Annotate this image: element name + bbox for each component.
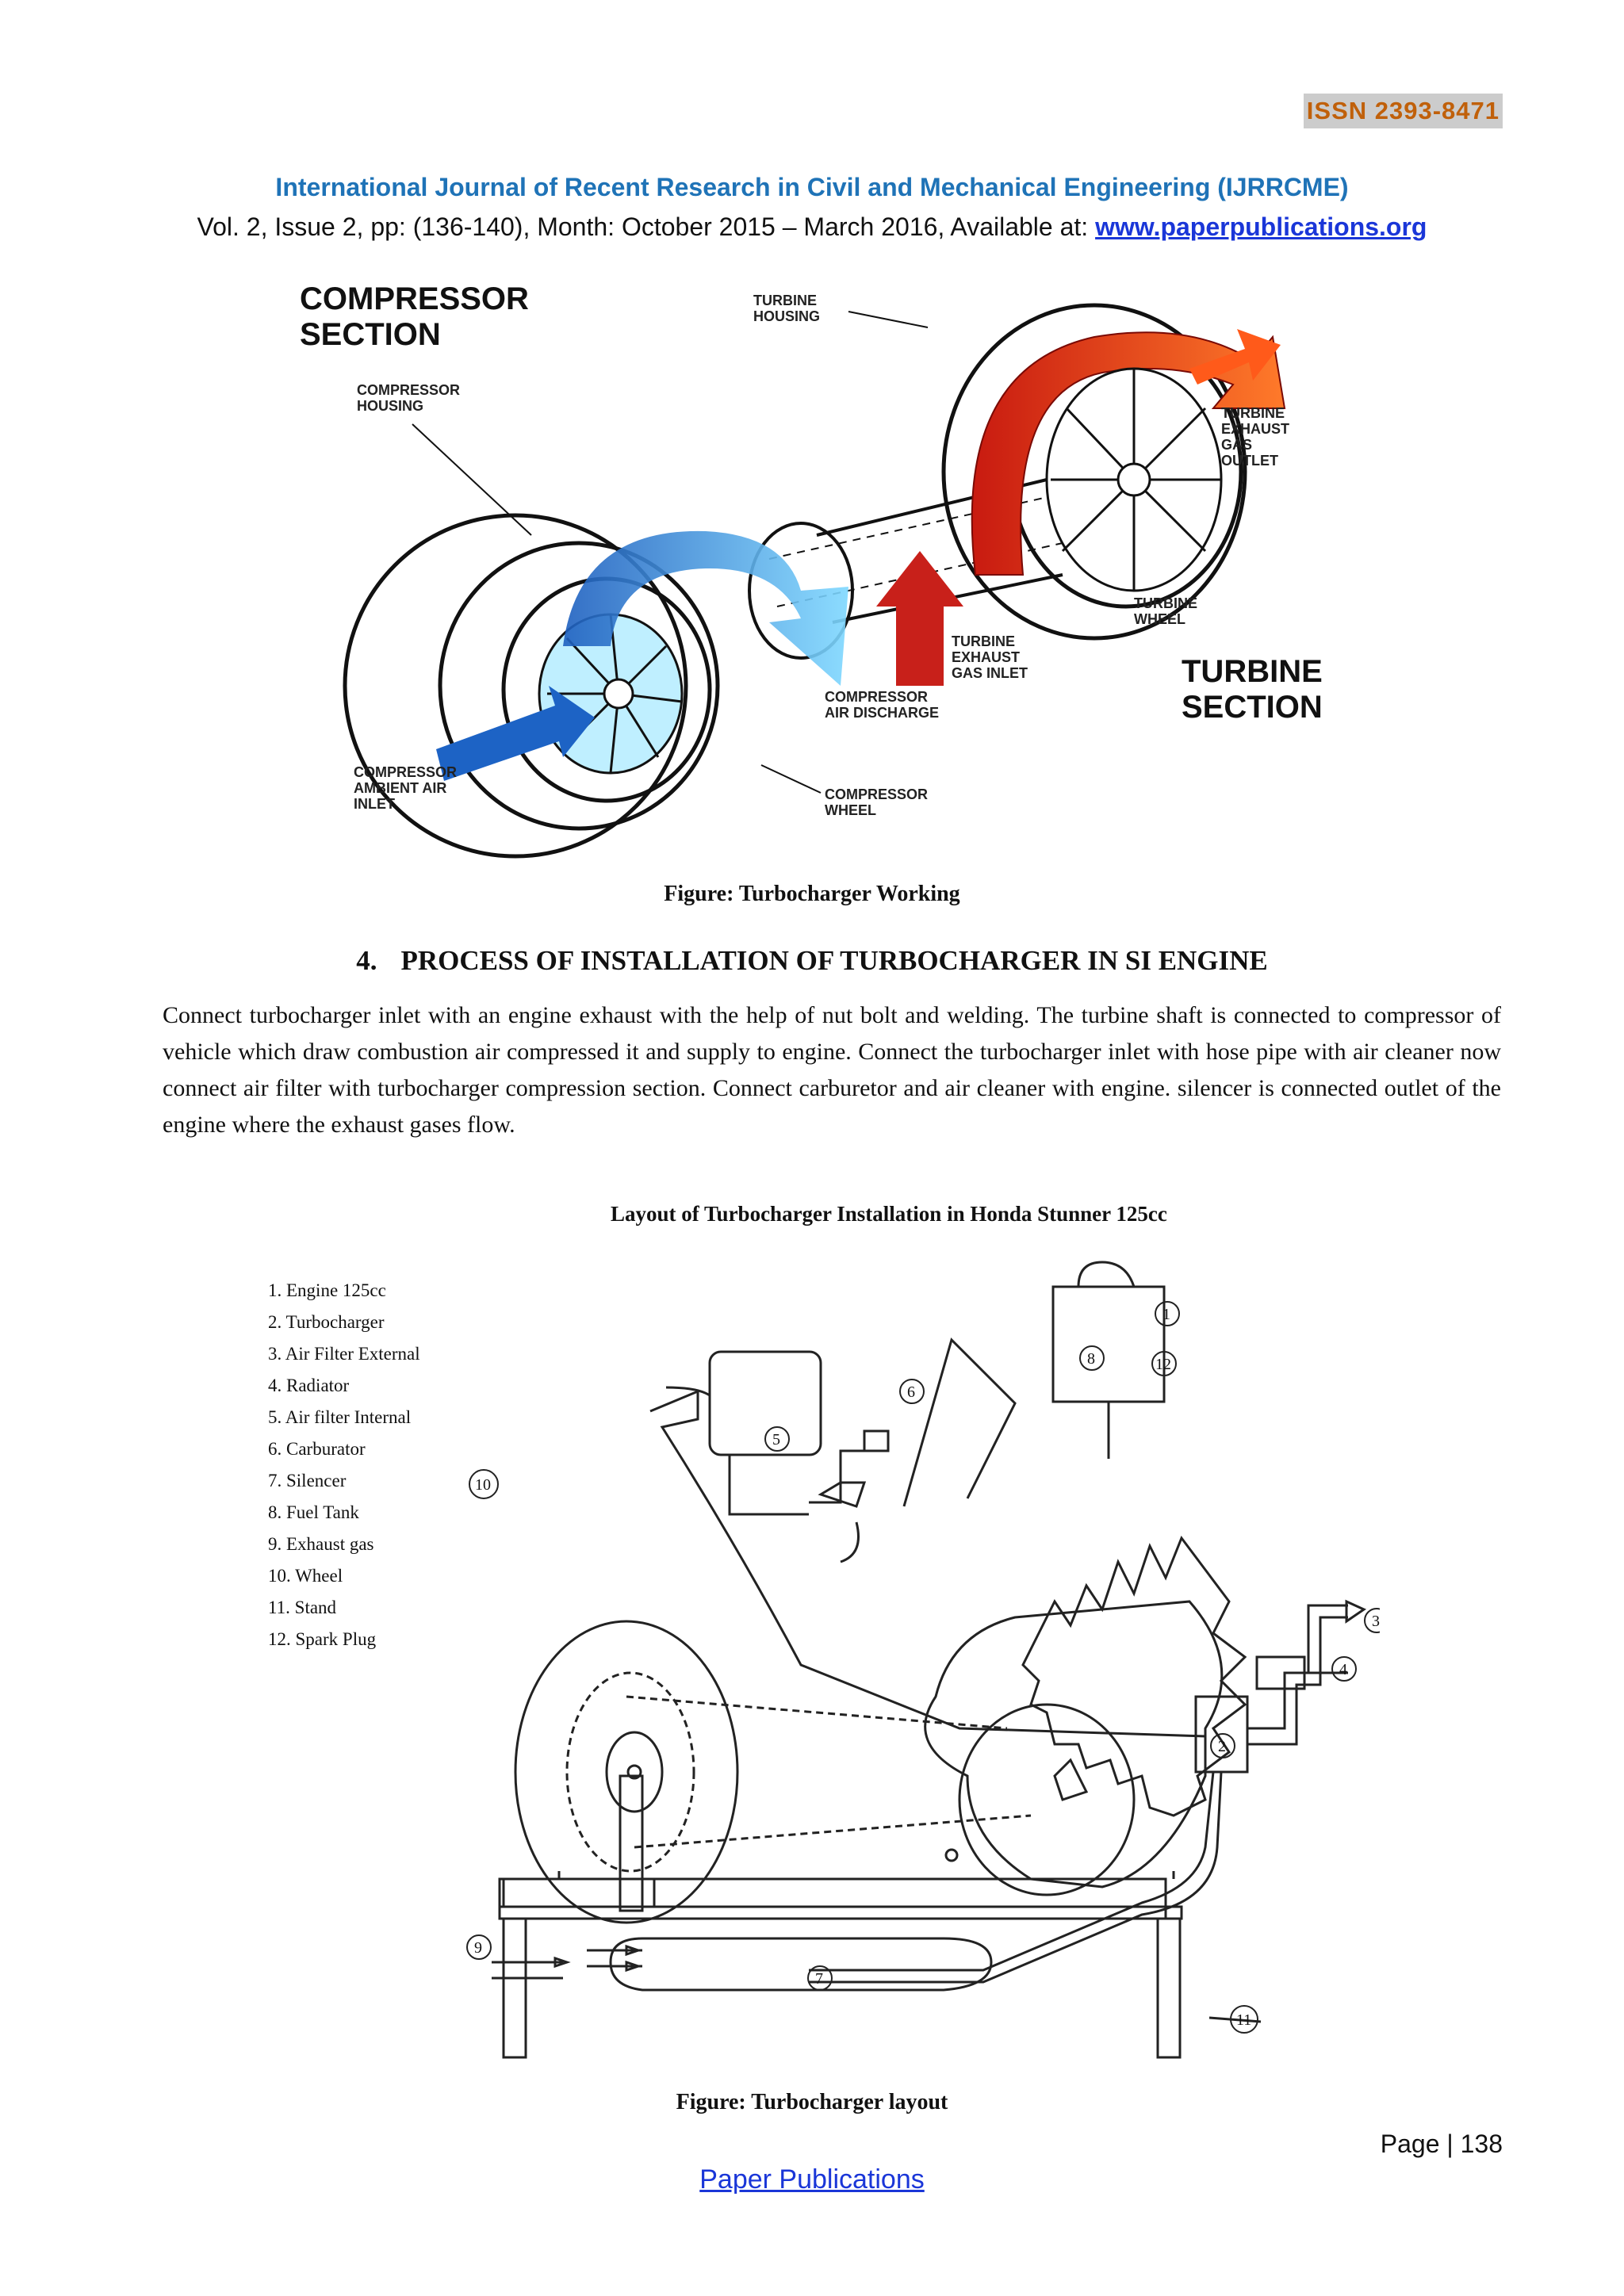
figure1-caption: Figure: Turbocharger Working: [664, 882, 960, 906]
legend-item: 3. Air Filter External: [268, 1344, 420, 1364]
legend-item: 4. Radiator: [268, 1376, 350, 1395]
compressor-section-line1: COMPRESSOR: [300, 281, 529, 316]
svg-text:EXHAUST: EXHAUST: [1221, 421, 1289, 437]
compressor-housing: [343, 513, 720, 859]
legend-item: 12. Spark Plug: [268, 1629, 377, 1649]
exhaust-pipe: [809, 1771, 1215, 1972]
figure2-caption: Figure: Turbocharger layout: [676, 2090, 948, 2114]
compressor-wheel-label: COMPRESSOR WHEEL: [825, 786, 928, 818]
legend-item: 1. Engine 125cc: [268, 1280, 386, 1300]
svg-text:COMPRESSOR: COMPRESSOR: [825, 689, 928, 705]
section-paragraph: Connect turbocharger inlet with an engin…: [163, 1002, 1501, 1138]
legend-item: 7. Silencer: [268, 1471, 347, 1490]
volume-text: Vol. 2, Issue 2, pp: (136-140), Month: O…: [197, 212, 1096, 241]
layout-legend: 1. Engine 125cc 2. Turbocharger 3. Air F…: [268, 1280, 420, 1649]
legend-item: 10. Wheel: [268, 1566, 343, 1586]
page-number: Page | 138: [1380, 2130, 1503, 2158]
svg-text:OUTLET: OUTLET: [1221, 453, 1278, 469]
legend-item: 8. Fuel Tank: [268, 1502, 359, 1522]
marker-5: 5: [772, 1431, 780, 1448]
turbine-exhaust-outlet-label: TURBINE EXHAUST GAS OUTLET: [1221, 405, 1289, 469]
issn-badge: ISSN 2393-8471: [1303, 94, 1503, 128]
turbine-section-heading: TURBINE SECTION: [1182, 654, 1323, 725]
turbocharger-layout-figure: Layout of Turbocharger Installation in H…: [268, 1202, 1380, 2059]
svg-text:GAS: GAS: [1221, 437, 1252, 453]
turbine-wheel: [1045, 367, 1223, 592]
compressor-housing-label: COMPRESSOR HOUSING: [357, 382, 460, 414]
turbine-section-line2: SECTION: [1182, 690, 1323, 725]
legend-item: 9. Exhaust gas: [268, 1534, 374, 1554]
svg-text:AMBIENT AIR: AMBIENT AIR: [354, 780, 446, 796]
section-heading: 4. PROCESS OF INSTALLATION OF TURBOCHARGE…: [0, 945, 1624, 977]
svg-text:TURBINE: TURBINE: [952, 633, 1015, 649]
svg-text:HOUSING: HOUSING: [753, 308, 820, 324]
fuel-tank: [1051, 1285, 1166, 1403]
turbine-wheel-label: TURBINE WHEEL: [1134, 595, 1197, 627]
svg-text:AIR DISCHARGE: AIR DISCHARGE: [825, 705, 939, 721]
silencer: [609, 1937, 993, 1992]
chain: [626, 1695, 1032, 1849]
publisher-link[interactable]: Paper Publications: [699, 2164, 925, 2195]
marker-12: 12: [1155, 1356, 1171, 1373]
svg-text:COMPRESSOR: COMPRESSOR: [825, 786, 928, 802]
turbine-exhaust-flow: [971, 331, 1286, 576]
intake-pipe: [728, 1429, 890, 1516]
marker-4: 4: [1339, 1661, 1347, 1678]
marker-9: 9: [474, 1939, 482, 1957]
marker-8: 8: [1087, 1350, 1095, 1368]
compressor-air-discharge-label: COMPRESSOR AIR DISCHARGE: [825, 689, 939, 721]
compressor-section-line2: SECTION: [300, 317, 441, 352]
svg-text:COMPRESSOR: COMPRESSOR: [357, 382, 460, 398]
layout-title: Layout of Turbocharger Installation in H…: [611, 1202, 1167, 1226]
svg-text:TURBINE: TURBINE: [753, 293, 817, 308]
ambient-air-inlet-arrow: [436, 686, 595, 781]
section-number: 4.: [356, 945, 377, 976]
section-title: PROCESS OF INSTALLATION OF TURBOCHARGER …: [400, 945, 1268, 976]
svg-text:COMPRESSOR: COMPRESSOR: [354, 764, 457, 780]
marker-6: 6: [907, 1383, 915, 1401]
compressor-air-flow: [563, 530, 848, 686]
svg-text:INLET: INLET: [354, 796, 395, 812]
compressor-ambient-inlet-label: COMPRESSOR AMBIENT AIR INLET: [354, 764, 457, 812]
exhaust-outlet-arrow: [1189, 329, 1281, 385]
engine-cylinder: [1021, 1535, 1247, 1817]
turbine-section-line1: TURBINE: [1182, 654, 1323, 689]
svg-text:EXHAUST: EXHAUST: [952, 649, 1020, 665]
compressor-section-heading: COMPRESSOR SECTION: [300, 281, 529, 352]
legend-item: 11. Stand: [268, 1598, 337, 1617]
svg-text:TURBINE: TURBINE: [1221, 405, 1285, 421]
volume-line: Vol. 2, Issue 2, pp: (136-140), Month: O…: [0, 212, 1624, 242]
turbine-exhaust-inlet-label: TURBINE EXHAUST GAS INLET: [952, 633, 1028, 681]
turbocharger-working-figure: COMPRESSOR SECTION TURBINE SECTION TURBI…: [300, 281, 1323, 859]
journal-title: International Journal of Recent Research…: [275, 173, 1349, 201]
svg-text:WHEEL: WHEEL: [1134, 611, 1185, 627]
svg-text:WHEEL: WHEEL: [825, 802, 876, 818]
wheel: [514, 1620, 739, 1924]
legend-item: 5. Air filter Internal: [268, 1407, 411, 1427]
svg-text:HOUSING: HOUSING: [357, 398, 423, 414]
exhaust-inlet-arrow: [876, 551, 963, 686]
website-link[interactable]: www.paperpublications.org: [1095, 212, 1427, 241]
turbine-housing-label: TURBINE HOUSING: [753, 293, 820, 324]
svg-text:TURBINE: TURBINE: [1134, 595, 1197, 611]
marker-2: 2: [1218, 1738, 1226, 1755]
frame: [498, 1774, 1183, 2059]
marker-7: 7: [815, 1970, 823, 1988]
air-filter-internal: [708, 1350, 822, 1456]
turbocharger-box: [1194, 1695, 1249, 1774]
legend-item: 6. Carburator: [268, 1439, 366, 1459]
marker-10: 10: [475, 1476, 491, 1494]
legend-item: 2. Turbocharger: [268, 1312, 385, 1332]
svg-text:GAS INLET: GAS INLET: [952, 665, 1028, 681]
marker-11: 11: [1236, 2011, 1251, 2029]
marker-3: 3: [1372, 1613, 1380, 1630]
marker-1: 1: [1162, 1306, 1170, 1323]
engine-casing: [924, 1600, 1224, 1888]
